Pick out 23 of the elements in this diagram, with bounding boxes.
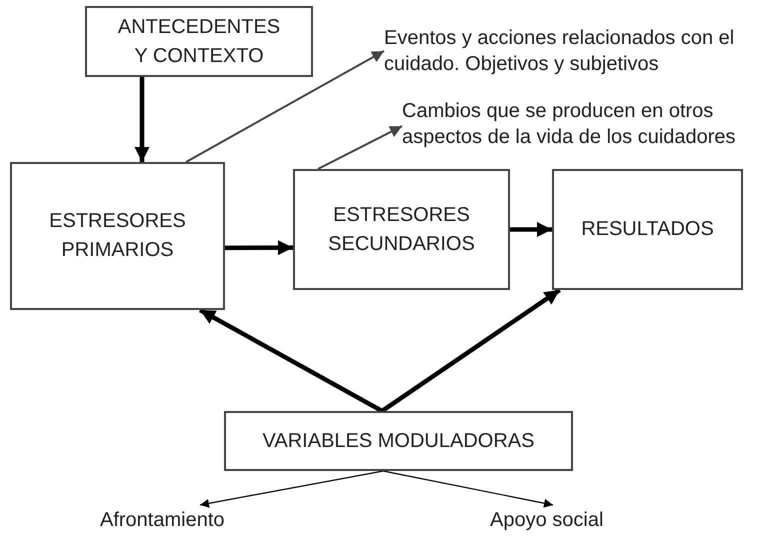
arrow bbox=[200, 470, 384, 508]
arrow bbox=[510, 222, 552, 237]
box-label: ANTECEDENTES Y CONTEXTO bbox=[117, 14, 281, 68]
process-box bbox=[293, 169, 510, 290]
process-box bbox=[224, 411, 573, 471]
process-box bbox=[552, 169, 743, 290]
process-box bbox=[85, 6, 313, 77]
box-label: VARIABLES MODULADORAS bbox=[262, 428, 534, 454]
annotation-text: Cambios que se producen en otros aspectos de la vida de los cuidadores bbox=[402, 99, 737, 150]
process-box bbox=[10, 162, 225, 310]
box-label: ESTRESORES SECUNDARIOS bbox=[327, 202, 476, 256]
arrow bbox=[186, 50, 384, 163]
arrow bbox=[380, 288, 561, 413]
arrow bbox=[225, 240, 293, 256]
annotation-text: Apoyo social bbox=[490, 508, 604, 533]
arrow bbox=[198, 308, 384, 413]
annotation-text: Afrontamiento bbox=[100, 508, 226, 533]
box-label: ESTRESORES PRIMARIOS bbox=[48, 209, 187, 263]
arrow bbox=[383, 470, 554, 508]
arrow bbox=[318, 125, 402, 170]
box-label: RESULTADOS bbox=[581, 217, 714, 242]
annotation-text: Eventos y acciones relacionados con el cuidado. Objetivos y subjetivos bbox=[384, 26, 736, 77]
arrow bbox=[134, 77, 150, 162]
